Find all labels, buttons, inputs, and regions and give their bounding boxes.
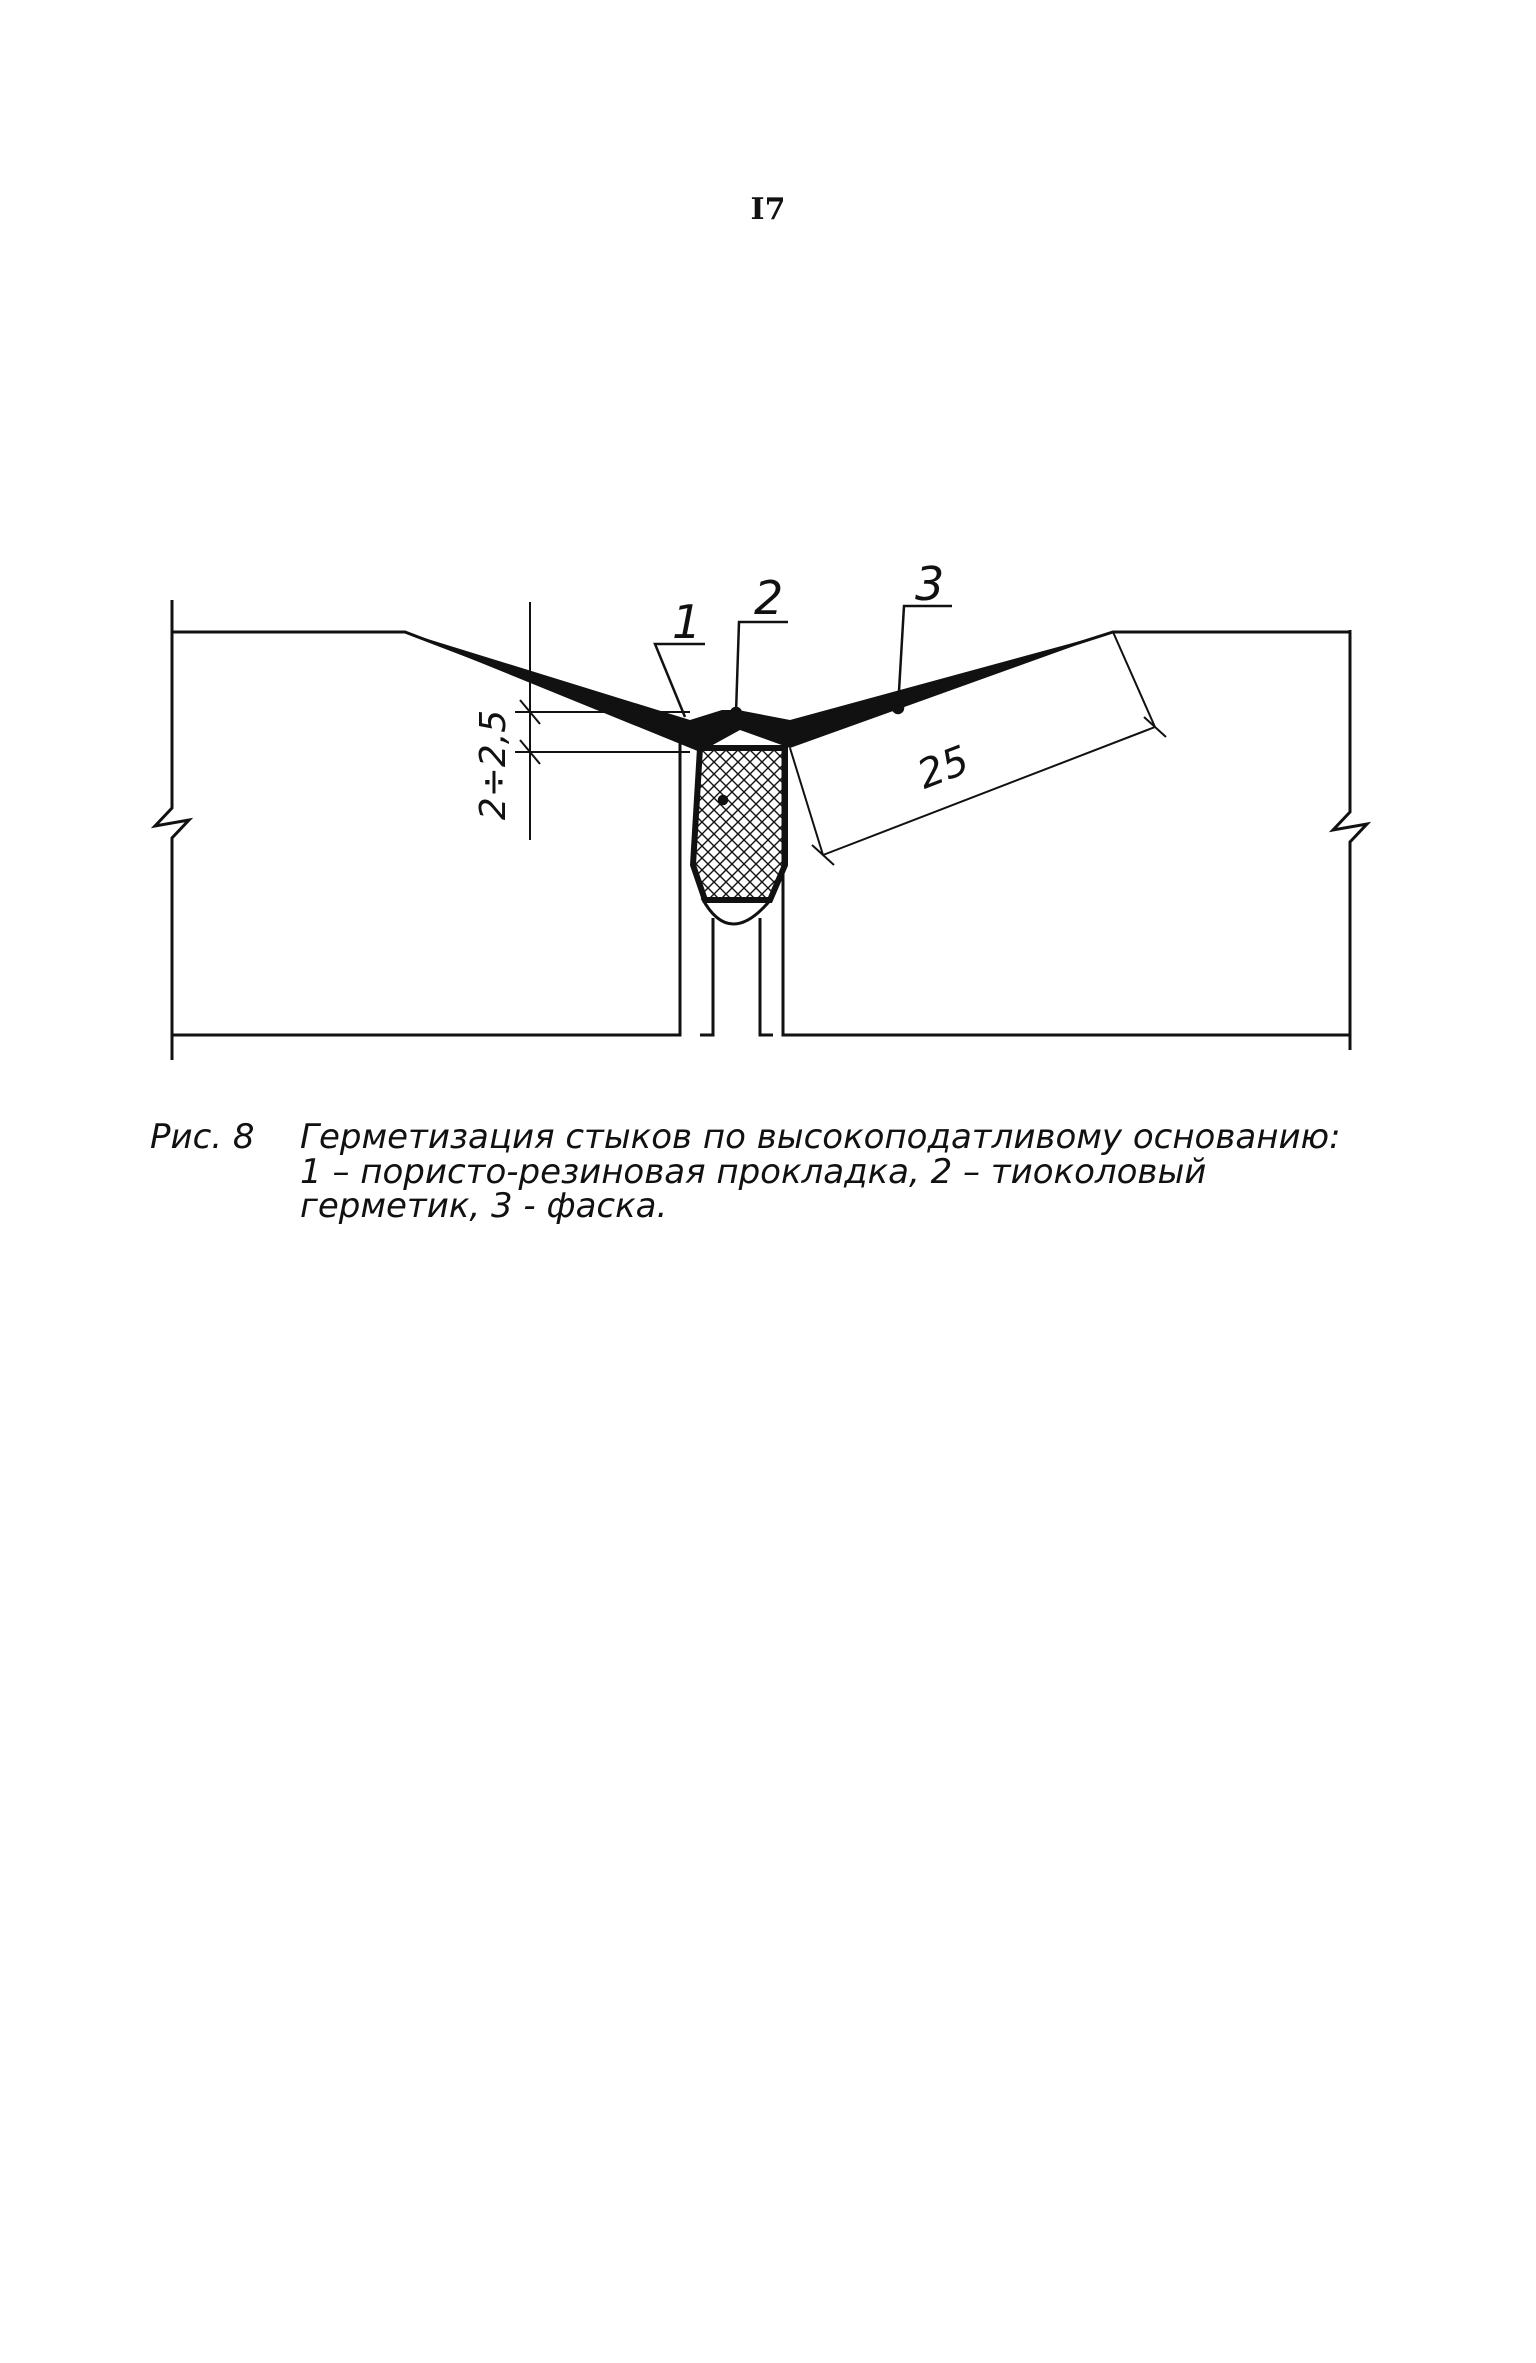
caption-line-3: герметик, 3 - фаска. (300, 1186, 668, 1227)
caption-line-2: 1 – пористо-резиновая прокладка, 2 – тио… (300, 1151, 1207, 1192)
caption-first-row: Рис. 8 Герметизация стыков по высокопода… (150, 1120, 1430, 1155)
callout-2-label: 2 (754, 571, 783, 625)
caption-prefix: Рис. 8 (150, 1117, 255, 1157)
caption-line-1: Герметизация стыков по высокоподатливому… (300, 1117, 1341, 1157)
gap-dimension (515, 602, 690, 840)
chamfer-dimension (789, 631, 1167, 866)
callout-1-label: 1 (672, 595, 701, 649)
page-number: I7 (750, 192, 786, 227)
thiokol-sealant (405, 632, 1113, 752)
gap-dimension-label: 2÷2,5 (473, 710, 514, 820)
callout-3-label: 3 (915, 557, 944, 611)
joint-gap (700, 897, 774, 1037)
joint-sealing-figure: 1 2 3 2÷2,5 25 (150, 557, 1372, 1060)
figure-caption: Рис. 8 Герметизация стыков по высокопода… (150, 1120, 1430, 1224)
leader-lines (653, 604, 952, 806)
chamfer-dimension-label: 25 (911, 737, 975, 798)
porous-rubber-gasket (689, 745, 788, 903)
